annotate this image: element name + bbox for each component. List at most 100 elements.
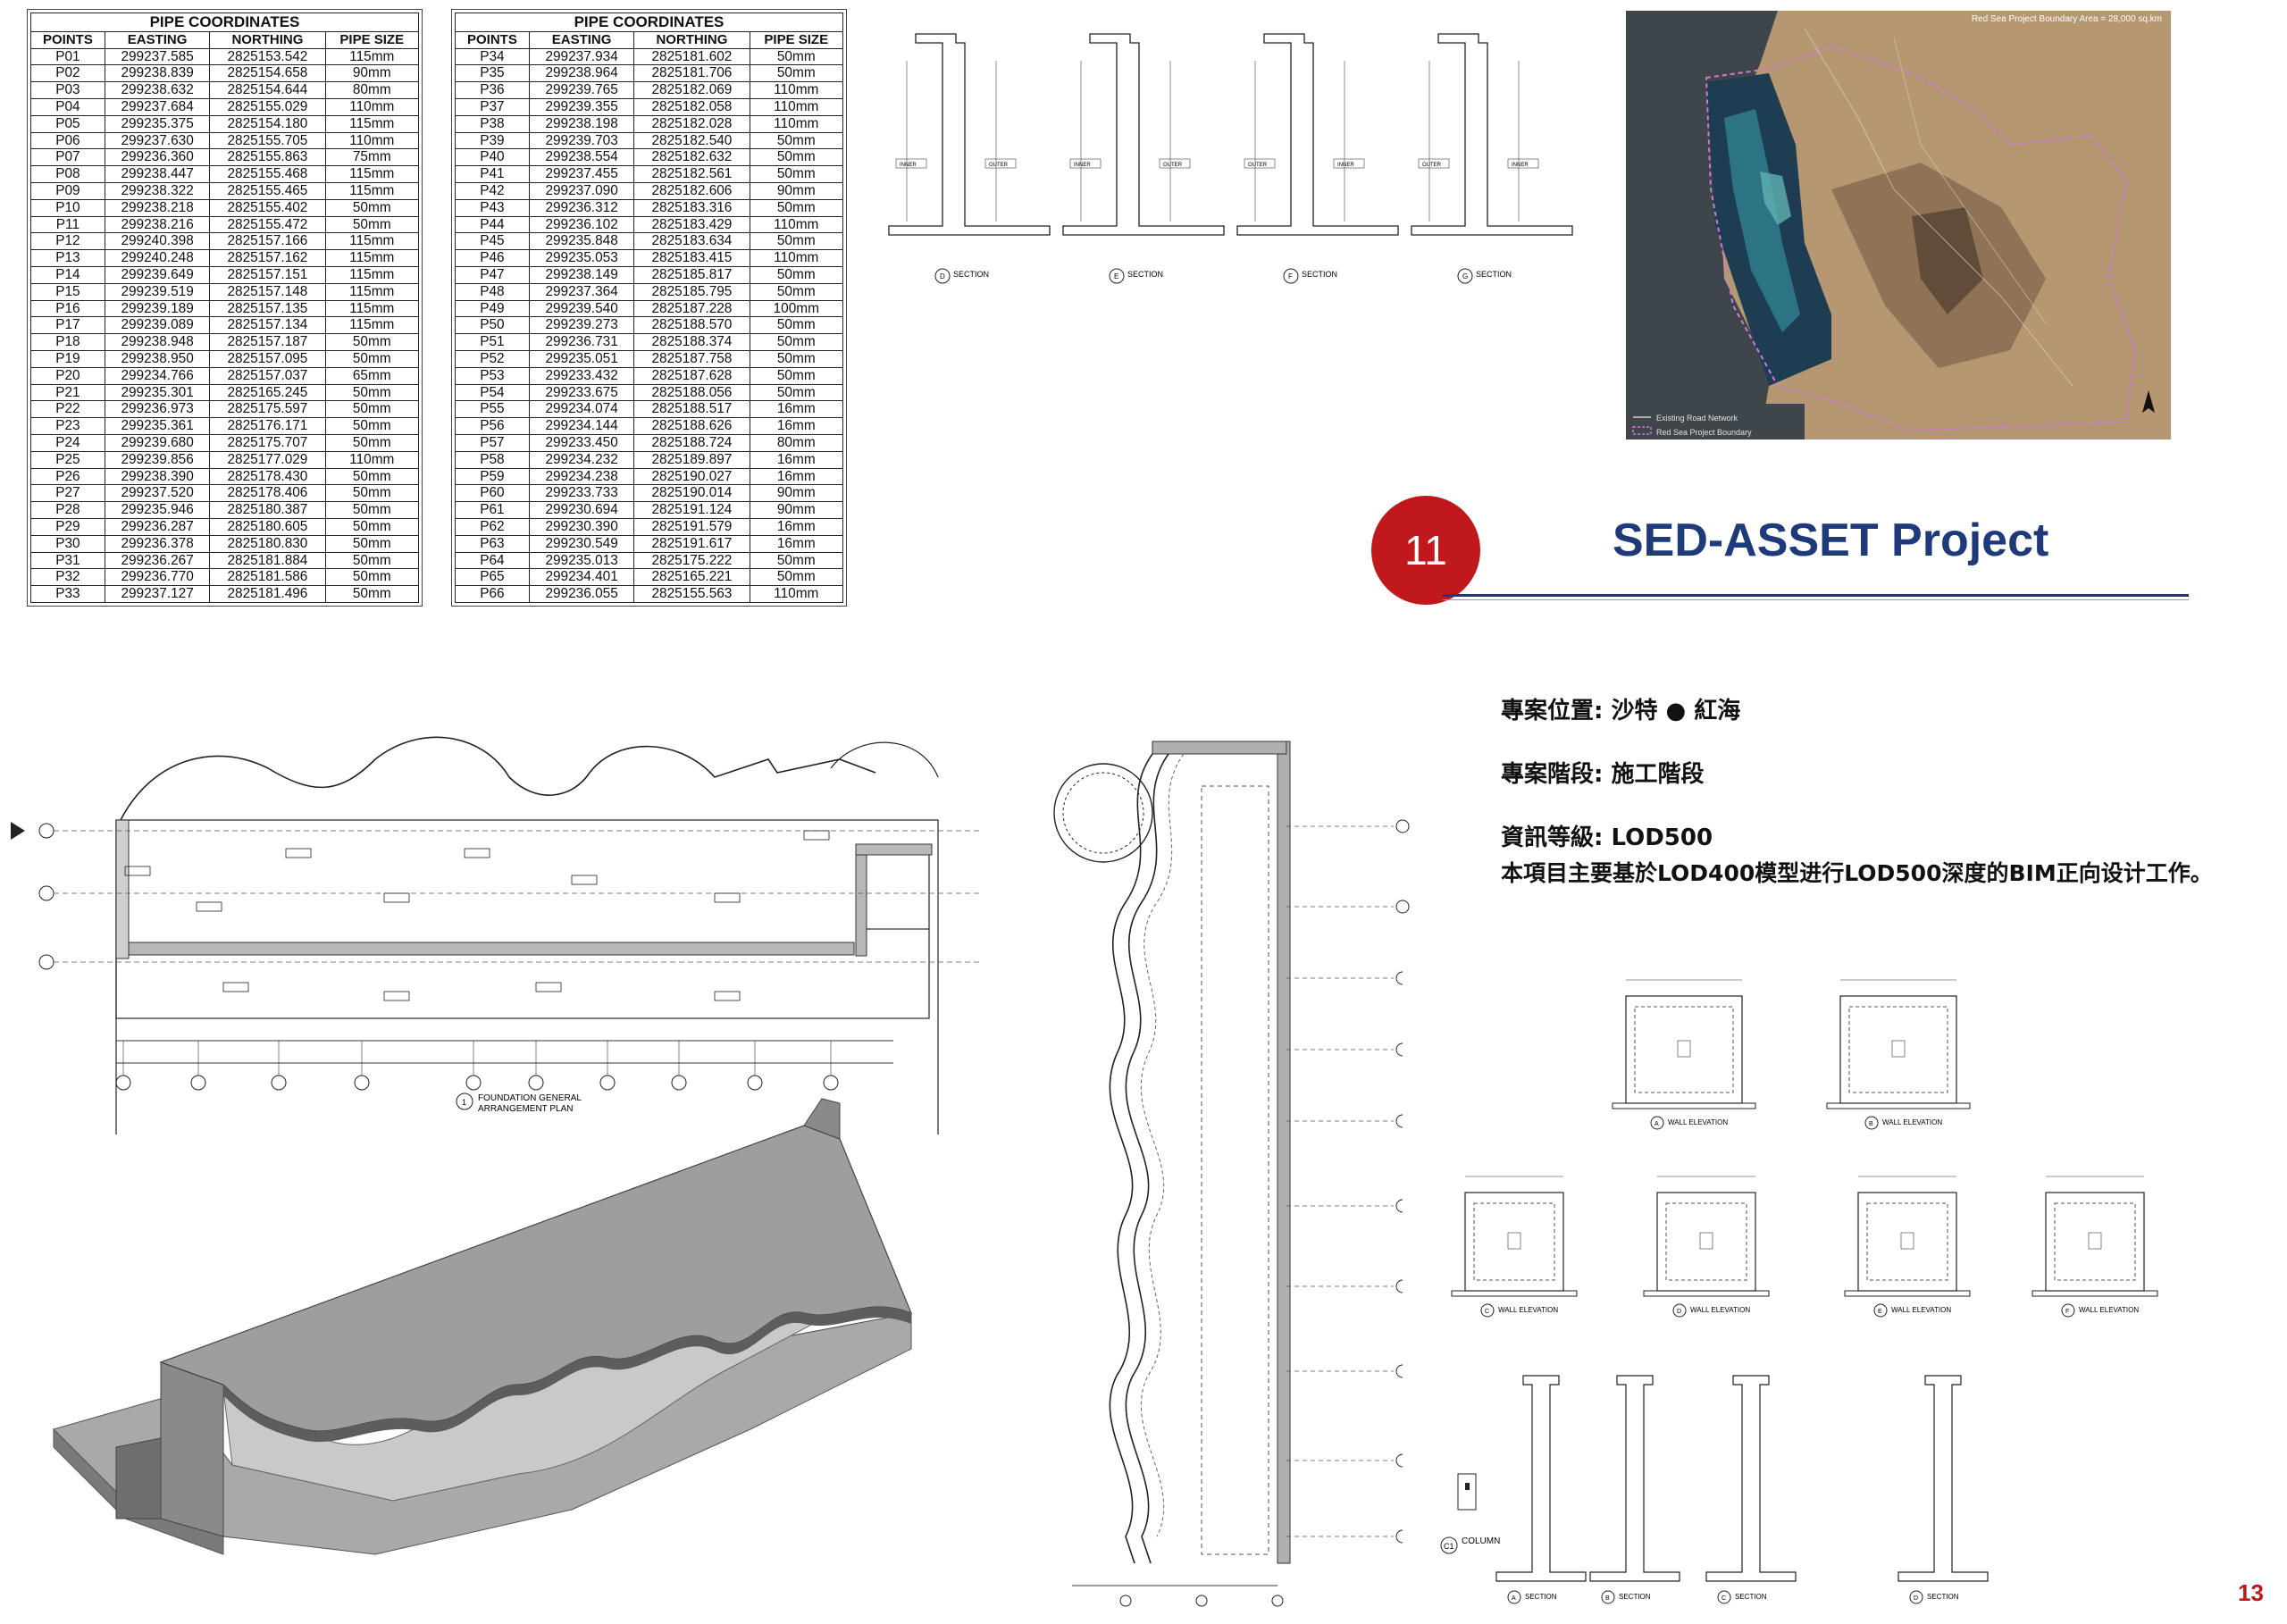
elevation-title: WALL ELEVATION	[1668, 1118, 1728, 1126]
section-title: SECTION	[1525, 1593, 1557, 1601]
grid-axis-bubble	[528, 1075, 544, 1091]
annotation-box	[464, 848, 490, 858]
table-cell: 65mm	[324, 366, 420, 385]
plan-title-line2: ARRANGEMENT PLAN	[478, 1104, 574, 1114]
section-right-label: OUTER	[1163, 163, 1183, 168]
table-cell: 2825180.387	[209, 501, 326, 519]
table-cell: 299238.632	[104, 81, 211, 99]
table-cell: P28	[30, 501, 105, 519]
table-cell: 50mm	[324, 551, 420, 570]
section-right-label: INNER	[1512, 163, 1529, 168]
table-cell: 2825157.037	[209, 366, 326, 385]
lod-label: 資訊等級:	[1501, 825, 1604, 851]
table-cell: 110mm	[749, 249, 844, 267]
table-cell: 2825157.095	[209, 349, 326, 368]
table-cell: 2825155.029	[209, 97, 326, 116]
table-title: PIPE COORDINATES	[30, 13, 419, 31]
table-cell: P32	[30, 568, 105, 587]
grid-axis-bubble	[1395, 819, 1410, 833]
column-header: POINTS	[455, 30, 530, 49]
table-cell: 2825188.374	[633, 333, 750, 351]
table-cell: 50mm	[324, 417, 420, 435]
table-cell: 299234.766	[104, 366, 211, 385]
table-cell: 299239.856	[104, 450, 211, 469]
table-cell: 16mm	[749, 450, 844, 469]
table-cell: 2825165.245	[209, 383, 326, 402]
table-cell: 50mm	[324, 433, 420, 452]
table-cell: 299238.948	[104, 333, 211, 351]
table-cell: 299234.074	[528, 400, 635, 419]
column-header: PIPE SIZE	[324, 30, 420, 49]
table-cell: 2825155.402	[209, 198, 326, 217]
section-tag: D	[1914, 1595, 1918, 1602]
table-cell: 115mm	[324, 47, 420, 66]
table-cell: 299239.089	[104, 316, 211, 335]
table-cell: 2825183.429	[633, 215, 750, 234]
table-cell: 299234.401	[528, 568, 635, 587]
table-cell: 16mm	[749, 467, 844, 486]
map-svg: Existing Road Network Red Sea Project Bo…	[1626, 11, 2171, 439]
table-cell: P44	[455, 215, 530, 234]
table-cell: 299236.731	[528, 333, 635, 351]
table-cell: P50	[455, 316, 530, 335]
table-cell: P06	[30, 131, 105, 150]
table-cell: 16mm	[749, 534, 844, 553]
table-cell: 2825188.626	[633, 417, 750, 435]
table-cell: 299238.198	[528, 114, 635, 133]
table-cell: P21	[30, 383, 105, 402]
grid-bubbles	[11, 822, 54, 970]
table-cell: 2825175.597	[209, 400, 326, 419]
table-cell: 50mm	[749, 64, 844, 83]
table-cell: 2825188.570	[633, 316, 750, 335]
grid-axis-bubble	[747, 1075, 763, 1091]
table-cell: 299238.218	[104, 198, 211, 217]
table-cell: P13	[30, 249, 105, 267]
project-title: SED-ASSET Project	[1613, 515, 2049, 566]
annotation-box	[124, 866, 151, 876]
stage-value: 施工階段	[1611, 761, 1705, 788]
elevation-title: WALL ELEVATION	[1882, 1118, 1942, 1126]
table-cell: P37	[455, 97, 530, 116]
table-cell: 299240.398	[104, 232, 211, 251]
table-cell: 299239.273	[528, 316, 635, 335]
elevation-title: WALL ELEVATION	[2079, 1306, 2139, 1314]
table-cell: P48	[455, 282, 530, 301]
grid-axis-bubble	[599, 1075, 616, 1091]
table-cell: 299235.946	[104, 501, 211, 519]
annotation-box	[383, 991, 410, 1001]
table-cell: 110mm	[749, 215, 844, 234]
table-cell: 115mm	[324, 165, 420, 183]
table-cell: P01	[30, 47, 105, 66]
lod-line: 資訊等級: LOD500	[1501, 819, 2287, 852]
table-cell: 2825165.221	[633, 568, 750, 587]
table-cell: P10	[30, 198, 105, 217]
table-cell: 2825181.586	[209, 568, 326, 587]
table-cell: 100mm	[749, 299, 844, 318]
table-cell: P56	[455, 417, 530, 435]
table-cell: 50mm	[324, 349, 420, 368]
table-cell: 299239.540	[528, 299, 635, 318]
elevation-tag: B	[1869, 1121, 1873, 1127]
table-cell: P12	[30, 232, 105, 251]
table-cell: 50mm	[324, 215, 420, 234]
table-cell: 299236.973	[104, 400, 211, 419]
